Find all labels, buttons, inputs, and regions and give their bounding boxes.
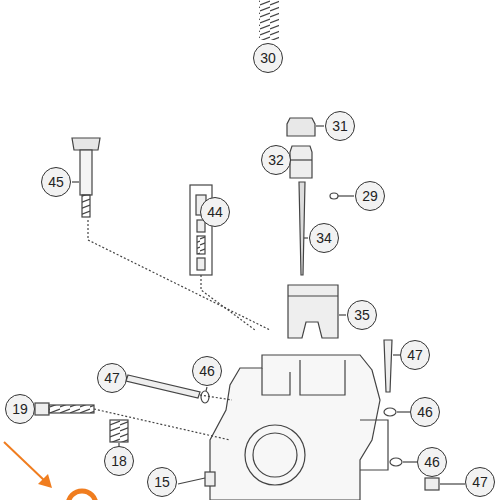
callout-circle: 15	[147, 467, 177, 497]
callout-circle: 46	[417, 447, 447, 477]
parts	[35, 0, 465, 500]
highlight-arrow	[4, 442, 96, 500]
callout-circle: 46	[410, 397, 440, 427]
spring-seat	[287, 118, 315, 136]
callout-circle: 47	[465, 467, 495, 497]
slide-spring	[259, 0, 279, 40]
needle-clip	[330, 193, 338, 199]
callout-number: 34	[316, 231, 332, 245]
callout-number: 47	[472, 475, 488, 489]
callout-circle: 34	[309, 223, 339, 253]
hose-pin	[126, 375, 200, 398]
throttle-slide	[288, 285, 338, 338]
air-screw	[35, 403, 49, 415]
callout-number: 18	[111, 454, 127, 468]
screw-spring	[110, 420, 128, 442]
needle-holder	[290, 146, 312, 178]
callout-number: 35	[354, 308, 370, 322]
callout-circle: 44	[200, 197, 230, 227]
callout-number: 46	[424, 455, 440, 469]
idle-screw	[72, 138, 100, 150]
callout-number: 19	[12, 402, 28, 416]
callout-number: 47	[104, 371, 120, 385]
callout-number: 47	[407, 348, 423, 362]
callout-circle: 46	[192, 356, 222, 386]
callout-number: 45	[48, 175, 64, 189]
callout-number: 32	[268, 153, 284, 167]
callout-circle: 19	[5, 394, 35, 424]
callout-circle: 18	[104, 446, 134, 476]
callout-circle: 47	[97, 363, 127, 393]
callout-number: 29	[362, 189, 378, 203]
callout-number: 46	[417, 405, 433, 419]
callout-number: 15	[154, 475, 170, 489]
callout-circle: 29	[355, 181, 385, 211]
callout-circle: 30	[253, 43, 283, 73]
callout-circle: 32	[261, 145, 291, 175]
callout-number: 46	[199, 364, 215, 378]
callout-circle: 45	[41, 167, 71, 197]
callout-number: 31	[332, 119, 348, 133]
carburetor-body	[210, 355, 380, 500]
overflow-pin	[384, 340, 392, 392]
callout-circle: 35	[347, 300, 377, 330]
jet-needle	[299, 182, 305, 275]
callout-circle: 31	[325, 111, 355, 141]
callout-number: 30	[260, 51, 276, 65]
callout-number: 44	[207, 205, 223, 219]
callout-circle: 47	[400, 340, 430, 370]
